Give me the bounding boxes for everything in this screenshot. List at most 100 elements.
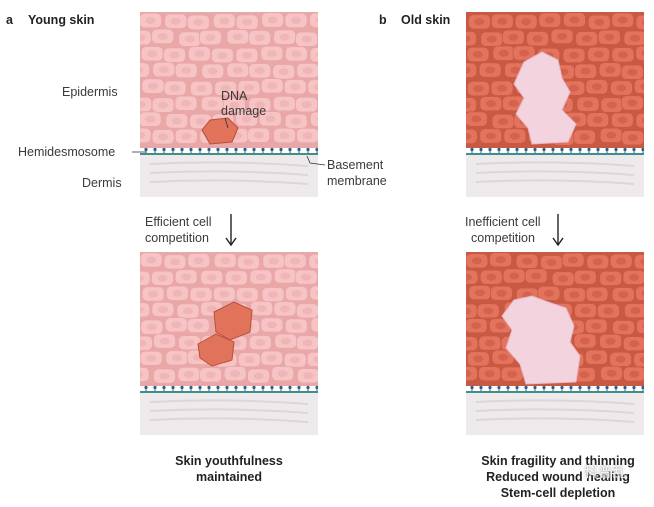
cell-nucleus [616, 257, 627, 265]
dna-damage-label-line1: DNA [221, 89, 248, 103]
cell-nucleus [184, 339, 195, 347]
hemidesmosome-head [632, 147, 636, 152]
cell-nucleus [606, 101, 617, 109]
cell-nucleus [181, 273, 192, 281]
cell-nucleus [290, 356, 301, 364]
epidermal-cell [633, 352, 644, 368]
epidermal-cell [309, 285, 318, 301]
cell-nucleus [592, 290, 603, 298]
hemidesmosome-head [533, 385, 537, 390]
cell-nucleus [279, 132, 290, 140]
cell-nucleus [509, 272, 520, 280]
cell-nucleus [315, 17, 318, 24]
cell-nucleus [485, 66, 496, 74]
cell-nucleus [466, 369, 472, 377]
young-skin-after-diagram [140, 252, 318, 435]
cell-nucleus [181, 99, 192, 107]
down-arrow-icon [552, 214, 564, 247]
hemidesmosome-head [225, 147, 229, 152]
hemidesmosome-head [180, 385, 184, 390]
cell-nucleus [147, 50, 158, 58]
cell-nucleus [145, 115, 156, 123]
cell-nucleus [629, 370, 640, 378]
hemidesmosome-head [279, 147, 283, 152]
cell-nucleus [169, 258, 180, 266]
hemidesmosome-head [297, 147, 301, 152]
panel-b-transition-line2: competition [471, 231, 535, 245]
panel-b-outcome-line2: Reduced wound healing [486, 470, 630, 484]
cell-nucleus [498, 49, 509, 57]
cell-nucleus [466, 273, 472, 281]
epidermal-cell [140, 127, 152, 144]
epidermal-cell [310, 317, 318, 333]
cell-nucleus [498, 118, 509, 126]
hemidesmosome-head [551, 147, 555, 152]
hemidesmosome-head [171, 385, 175, 390]
cell-nucleus [145, 16, 156, 24]
cell-nucleus [484, 339, 495, 347]
hemidesmosome-head [524, 385, 528, 390]
cell-nucleus [171, 321, 182, 329]
hemidesmosome-head [144, 385, 148, 390]
cell-nucleus [592, 116, 603, 124]
cell-nucleus [579, 371, 590, 379]
cell-nucleus [279, 100, 290, 108]
cell-nucleus [627, 99, 638, 107]
cell-nucleus [617, 16, 628, 24]
cell-nucleus [618, 323, 629, 331]
cell-nucleus [140, 339, 147, 347]
cell-nucleus [316, 116, 318, 122]
cell-nucleus [140, 34, 146, 42]
panel-b-outcome-line1: Skin fragility and thinning [481, 454, 635, 468]
hemidesmosome-head [587, 385, 591, 390]
cell-nucleus [159, 337, 170, 345]
hemidesmosome-head [315, 385, 318, 390]
hemidesmosome-head [306, 147, 310, 152]
cell-nucleus [291, 117, 302, 125]
cell-nucleus [591, 83, 602, 91]
hemidesmosome-head [270, 147, 274, 152]
hemidesmosome-head [506, 385, 510, 390]
epidermal-cell [466, 128, 478, 145]
cell-nucleus [140, 274, 145, 282]
cell-nucleus [278, 68, 289, 76]
cell-nucleus [146, 354, 157, 362]
cell-nucleus [569, 16, 580, 24]
cell-nucleus [593, 50, 604, 58]
cell-nucleus [313, 355, 318, 363]
epidermal-cell [466, 62, 478, 78]
cell-nucleus [244, 356, 255, 364]
hemidesmosome-head [234, 147, 238, 152]
cell-nucleus [301, 273, 312, 281]
cell-nucleus [241, 115, 252, 123]
cell-nucleus [617, 116, 628, 124]
cell-nucleus [169, 51, 180, 59]
cell-nucleus [220, 257, 231, 265]
cell-nucleus [471, 257, 482, 265]
cell-nucleus [230, 370, 241, 378]
cell-nucleus [639, 356, 644, 364]
cell-nucleus [473, 85, 484, 93]
cell-nucleus [302, 132, 313, 140]
cell-nucleus [206, 305, 217, 313]
cell-nucleus [205, 371, 216, 379]
cell-nucleus [314, 258, 318, 265]
cell-nucleus [171, 354, 182, 362]
cell-nucleus [316, 51, 318, 58]
hemidesmosome-head [560, 385, 564, 390]
cell-nucleus [158, 66, 169, 74]
cell-nucleus [279, 305, 290, 313]
young-skin-before-diagram [140, 12, 318, 197]
cell-nucleus [642, 19, 644, 26]
cell-nucleus [280, 272, 291, 280]
hemidesmosome-head [542, 147, 546, 152]
cell-nucleus [315, 290, 318, 296]
panel-b-title: Old skin [401, 13, 451, 27]
dermis-label: Dermis [82, 176, 122, 190]
cell-nucleus [195, 117, 206, 125]
cell-nucleus [277, 370, 288, 378]
cell-nucleus [580, 307, 591, 315]
cell-nucleus [466, 340, 472, 348]
cell-nucleus [592, 258, 603, 266]
cell-nucleus [157, 32, 168, 40]
